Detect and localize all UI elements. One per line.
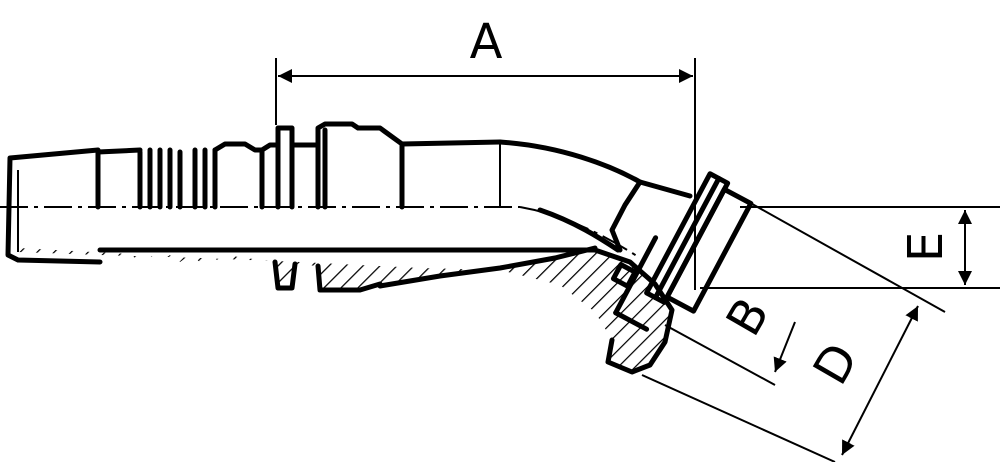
centerline-bent	[519, 206, 641, 259]
hose-serrations	[95, 141, 265, 210]
label-a: A	[470, 14, 503, 70]
label-e: E	[898, 232, 954, 262]
dim-d-line	[841, 305, 919, 456]
hose-insert-outline	[5, 147, 103, 265]
label-d: D	[803, 334, 870, 394]
dim-ext-middle	[664, 324, 776, 386]
dim-ext-lower	[641, 374, 836, 462]
hatched-section	[18, 248, 672, 372]
bent-body-inner	[537, 207, 621, 253]
bent-body-bottom	[377, 245, 598, 289]
body-neck	[609, 179, 643, 253]
dim-ext-upper	[744, 199, 946, 313]
bent-body-top	[497, 139, 693, 199]
collar	[259, 121, 503, 293]
label-b: B	[716, 289, 781, 346]
dim-b-line	[773, 321, 796, 373]
